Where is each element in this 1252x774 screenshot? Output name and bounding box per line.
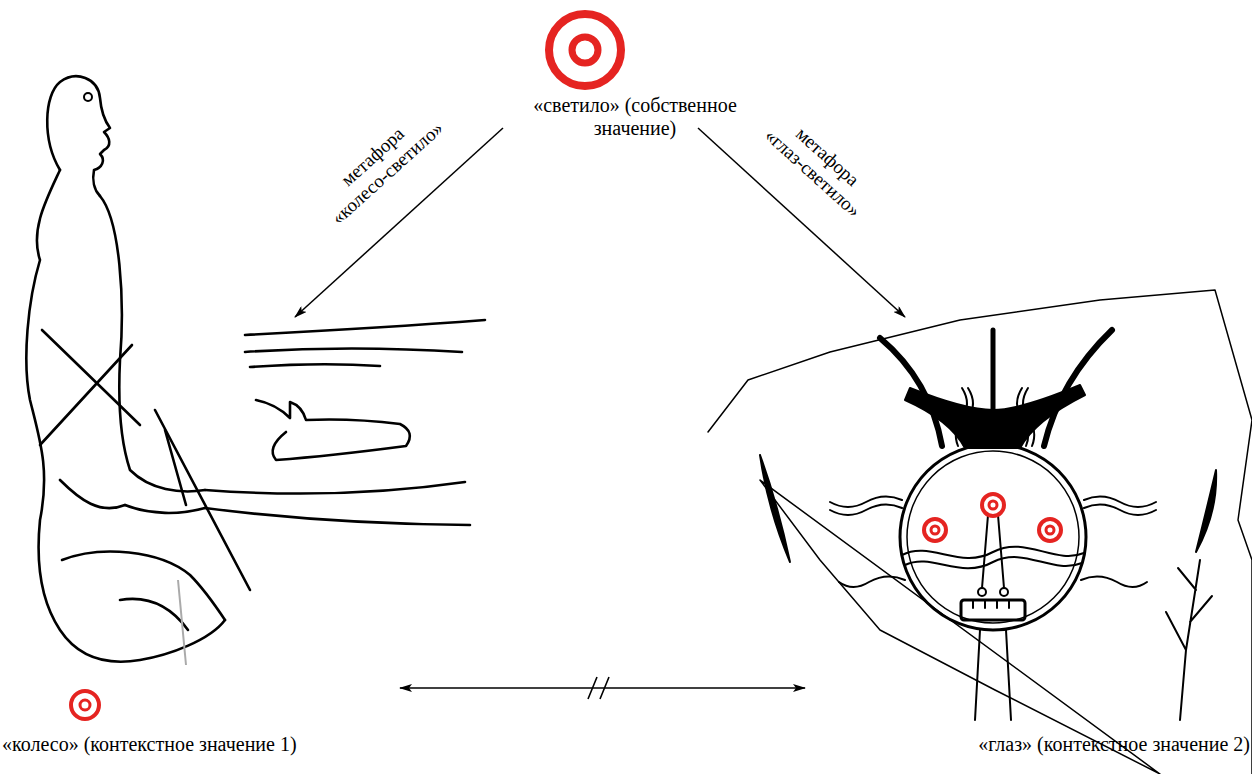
face-teeth	[973, 600, 1009, 608]
rein-line	[205, 482, 465, 494]
face-ray	[962, 388, 973, 446]
eye-inner-ring	[1046, 526, 1054, 534]
figure-leg-inner	[120, 599, 188, 630]
face-nose	[982, 515, 1004, 588]
metaphor-label: метафора «колесо-светило»	[298, 88, 461, 241]
meaning-label: «колесо» (контекстное значение 1)	[2, 733, 297, 756]
luminary-outer-ring	[549, 14, 621, 86]
figure-cross-line	[42, 330, 140, 425]
figure-arm-inner	[60, 480, 125, 508]
rock-line	[250, 364, 380, 367]
faint-line	[178, 580, 186, 665]
concept-node: «глаз» (контекстное значение 2)	[805, 317, 1252, 770]
headdress-band	[991, 330, 996, 410]
face-ray	[1023, 388, 1034, 446]
face-petroglyph	[708, 290, 1252, 774]
figure-back	[26, 170, 225, 662]
eye-outer-ring	[924, 519, 946, 541]
connector-group	[295, 128, 905, 688]
eye-symbols	[924, 494, 1061, 541]
eye-outer-ring	[1039, 519, 1061, 541]
concept-node: «колесо» (контекстное значение 1)	[0, 317, 400, 770]
eye-inner-ring	[989, 501, 997, 509]
spindle-mark	[760, 455, 790, 562]
animal-figure	[256, 400, 410, 460]
face-nostril	[1000, 588, 1008, 596]
face-ray	[830, 504, 902, 515]
meaning-label: «светило» (собственное значение)	[515, 94, 755, 140]
luminary-inner-ring	[572, 37, 598, 63]
face-nostril	[978, 588, 986, 596]
figure-staff	[165, 430, 186, 505]
figure-staff	[155, 410, 250, 590]
rein-line	[205, 508, 470, 525]
plant-figure	[1166, 560, 1212, 720]
metaphor-label: метафора «глаз-светило»	[738, 88, 901, 241]
eye-inner-ring	[931, 526, 939, 534]
rock-line	[245, 320, 485, 335]
face-neck	[975, 630, 1011, 720]
figure-cross-line	[40, 345, 132, 445]
rock-line	[245, 349, 462, 353]
concept-node: «светило» (собственное значение)	[500, 8, 770, 128]
inequality-mark	[588, 677, 609, 699]
figure-petroglyph	[26, 76, 485, 661]
meaning-label: «глаз» (контекстное значение 2)	[978, 733, 1250, 756]
face-ray	[1084, 504, 1156, 515]
figure-leg	[62, 552, 225, 620]
face-circle	[900, 444, 1086, 630]
face-ray	[839, 576, 905, 587]
face-brow	[905, 557, 1082, 568]
wheel-outer-ring	[71, 691, 99, 719]
rock-outline	[708, 290, 1252, 774]
luminary-symbol	[549, 14, 621, 86]
figure-arm	[125, 505, 205, 513]
face-brow	[902, 547, 1084, 558]
spindle-mark	[1196, 470, 1216, 552]
eye-outer-ring	[982, 494, 1004, 516]
figure-eye	[84, 93, 92, 101]
figure-front	[100, 196, 205, 491]
wheel-symbol	[71, 691, 99, 719]
wheel-inner-ring	[80, 700, 90, 710]
face-ray	[1081, 576, 1147, 587]
metaphor-arrow	[400, 687, 805, 689]
face-mouth	[961, 600, 1025, 620]
face-circle-inner	[907, 451, 1079, 623]
